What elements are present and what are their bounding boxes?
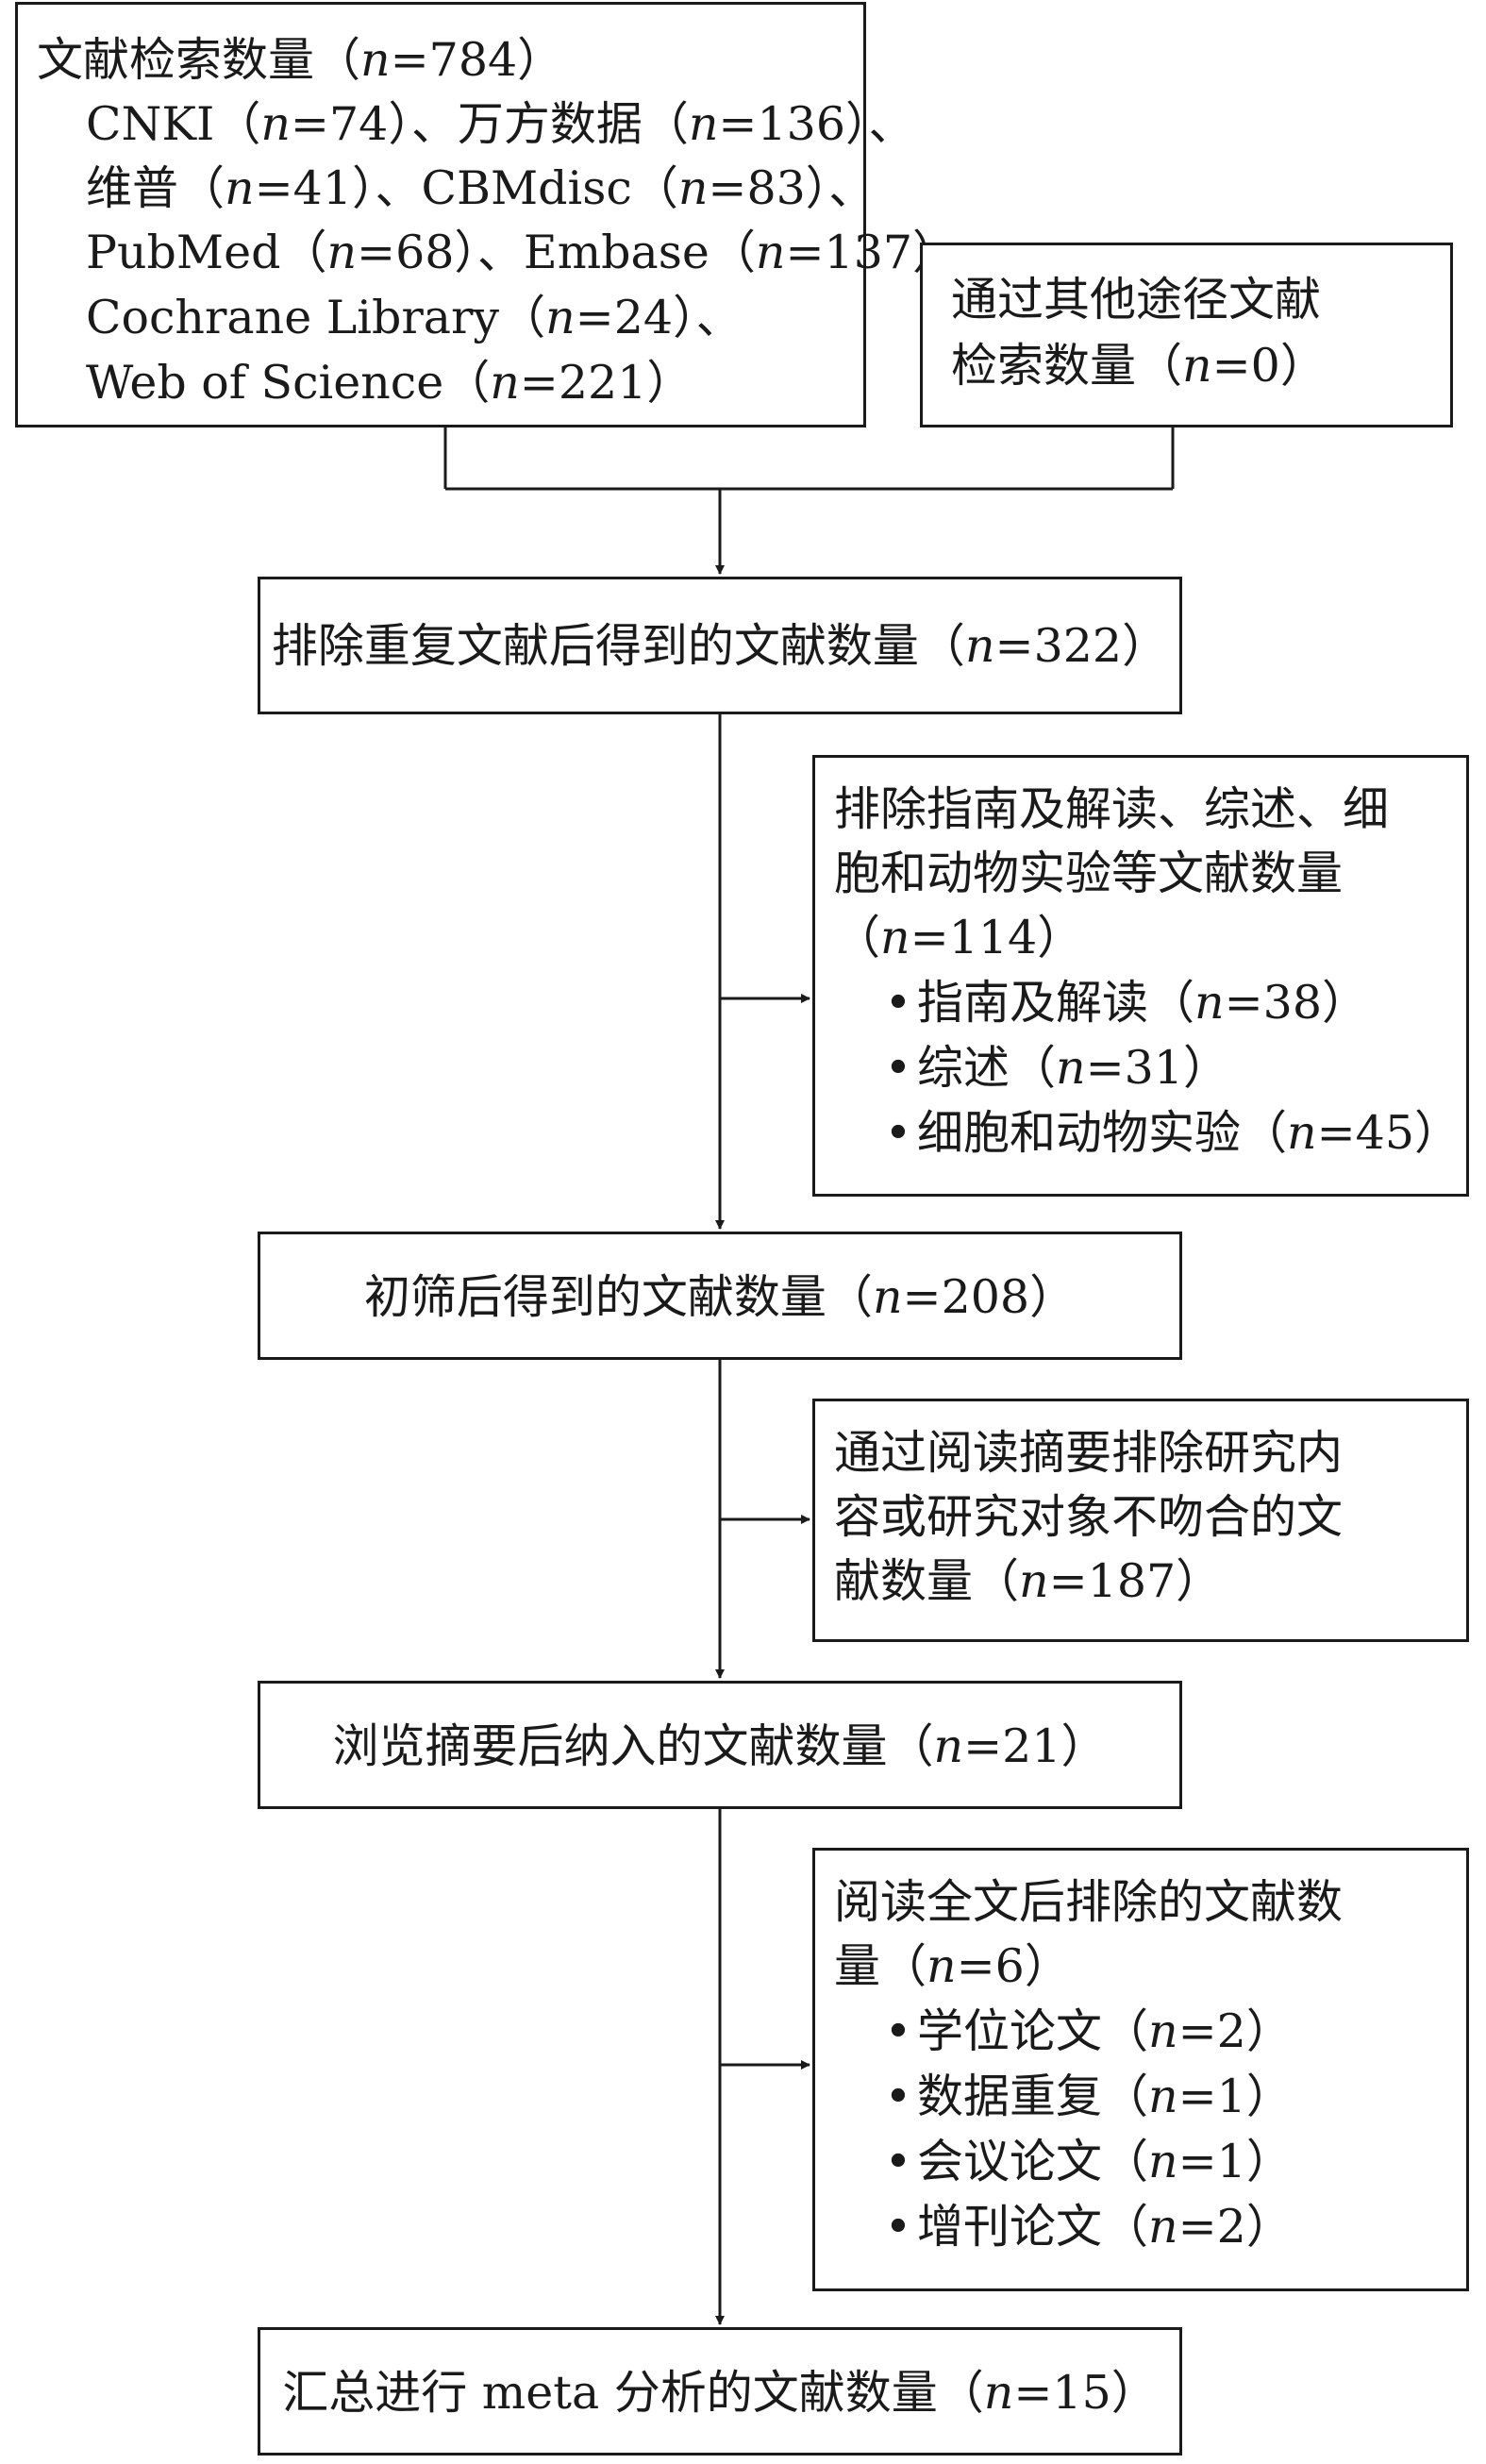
exclude3-bullet-3-text: 会议论文（n=1） <box>917 2135 1293 2188</box>
screened-box: 初筛后得到的文献数量（n=208） <box>258 1232 1182 1360</box>
bullet-icon: • <box>884 2200 912 2254</box>
exclude3-bullet-4-text: 增刊论文（n=2） <box>917 2200 1293 2254</box>
exclude3-line-1: 阅读全文后排除的文献数 <box>834 1875 1344 1929</box>
exclude1-line-3: （n=114） <box>834 911 1084 964</box>
exclude1-line-1: 排除指南及解读、综述、细 <box>834 782 1390 836</box>
search-line-3: PubMed（n=68）、Embase（n=137）、 <box>86 226 982 279</box>
bullet-icon: • <box>884 1106 912 1160</box>
exclude2-line-1: 通过阅读摘要排除研究内 <box>834 1426 1344 1480</box>
search-line-1: CNKI（n=74）、万方数据（n=136）、 <box>86 97 915 151</box>
exclude1-bullet-3-text: 细胞和动物实验（n=45） <box>917 1106 1461 1160</box>
exclude1-bullet-3: •细胞和动物实验（n=45） <box>879 1100 1461 1166</box>
bullet-icon: • <box>884 2135 912 2188</box>
dedup-text: 排除重复文献后得到的文献数量（n=322） <box>271 619 1169 673</box>
search-line-4: Cochrane Library（n=24）、 <box>86 291 743 344</box>
final-text: 汇总进行 meta 分析的文献数量（n=15） <box>282 2366 1158 2420</box>
exclude1-bullet-2-text: 综述（n=31） <box>917 1041 1230 1095</box>
other-line-2: 检索数量（n=0） <box>951 339 1327 393</box>
search-box: 文献检索数量（n=784） CNKI（n=74）、万方数据（n=136）、 维普… <box>15 2 982 427</box>
search-line-2: 维普（n=41）、CBMdisc（n=83）、 <box>86 161 876 215</box>
exclude1-line-2: 胞和动物实验等文献数量 <box>834 846 1344 900</box>
exclude3-bullet-2-text: 数据重复（n=1） <box>917 2070 1293 2123</box>
abstract-box: 浏览摘要后纳入的文献数量（n=21） <box>258 1681 1182 1809</box>
search-line-5: Web of Science（n=221） <box>86 356 693 410</box>
search-title: 文献检索数量（n=784） <box>37 33 564 87</box>
bullet-icon: • <box>884 976 912 1030</box>
exclusion-box-2: 通过阅读摘要排除研究内 容或研究对象不吻合的文 献数量（n=187） <box>812 1399 1469 1642</box>
other-line-1: 通过其他途径文献 <box>951 273 1322 327</box>
exclusion-box-3: 阅读全文后排除的文献数 量（n=6） •学位论文（n=2） •数据重复（n=1）… <box>812 1848 1469 2291</box>
exclude3-line-2: 量（n=6） <box>834 1939 1071 1993</box>
exclude3-bullet-3: •会议论文（n=1） <box>879 2129 1293 2195</box>
other-sources-box: 通过其他途径文献 检索数量（n=0） <box>920 243 1453 427</box>
exclude3-bullet-1-text: 学位论文（n=2） <box>917 2004 1293 2058</box>
exclude3-bullet-1: •学位论文（n=2） <box>879 1999 1293 2065</box>
exclude2-line-2: 容或研究对象不吻合的文 <box>834 1490 1344 1544</box>
exclude1-bullet-1-text: 指南及解读（n=38） <box>917 976 1369 1030</box>
bullet-icon: • <box>884 2004 912 2058</box>
exclude3-bullet-4: •增刊论文（n=2） <box>879 2194 1293 2260</box>
exclude1-bullet-2: •综述（n=31） <box>879 1035 1229 1101</box>
final-box: 汇总进行 meta 分析的文献数量（n=15） <box>258 2327 1182 2456</box>
bullet-icon: • <box>884 1041 912 1095</box>
screened-text: 初筛后得到的文献数量（n=208） <box>363 1270 1077 1324</box>
exclusion-box-1: 排除指南及解读、综述、细 胞和动物实验等文献数量 （n=114） •指南及解读（… <box>812 755 1469 1197</box>
abstract-text: 浏览摘要后纳入的文献数量（n=21） <box>332 1719 1108 1773</box>
bullet-icon: • <box>884 2070 912 2123</box>
exclude3-bullet-2: •数据重复（n=1） <box>879 2064 1293 2130</box>
exclude2-line-3: 献数量（n=187） <box>834 1554 1223 1608</box>
exclude1-bullet-1: •指南及解读（n=38） <box>879 970 1368 1036</box>
dedup-box: 排除重复文献后得到的文献数量（n=322） <box>258 577 1182 714</box>
